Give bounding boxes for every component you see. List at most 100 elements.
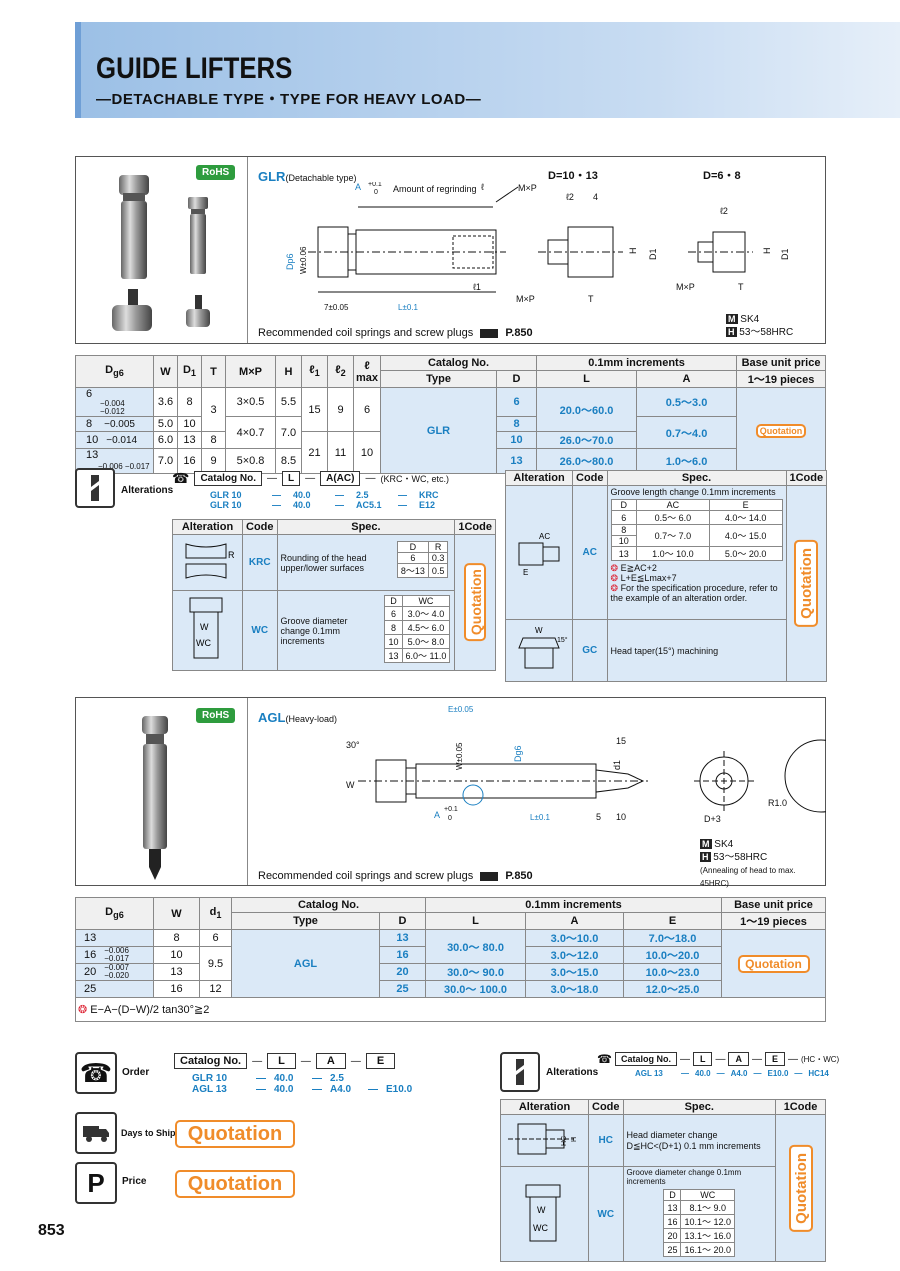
svg-text:ℓ: ℓ: [481, 182, 485, 192]
svg-text:L±0.1: L±0.1: [398, 303, 419, 312]
agl-name: AGL: [258, 710, 286, 725]
svg-text:Dg6: Dg6: [513, 745, 523, 762]
glr-alt-catalog: ☎ Catalog No.— L— A(AC)— (KRC・WC, etc.) …: [172, 470, 449, 510]
agl-drawing-cell: AGL(Heavy-load) E±0.05 30° W W±0.05: [248, 698, 826, 888]
agl-page-ref[interactable]: P.850: [505, 870, 533, 882]
book-icon: [480, 328, 499, 338]
price-quotation[interactable]: Quotation: [175, 1170, 295, 1198]
svg-text:H: H: [571, 1137, 578, 1142]
glr-alt-quotation-left[interactable]: Quotation: [464, 563, 487, 642]
note-icon: ❂: [610, 583, 619, 593]
svg-text:+0.1: +0.1: [444, 806, 458, 813]
svg-text:W: W: [200, 622, 209, 632]
glr-page-ref[interactable]: P.850: [505, 327, 533, 339]
days-label: Days to Ship: [121, 1128, 176, 1138]
phone-icon: ☎: [597, 1052, 612, 1066]
svg-text:ℓ2: ℓ2: [566, 192, 574, 202]
agl-alterations-icon: [500, 1052, 540, 1092]
svg-text:0: 0: [374, 189, 378, 196]
rohs-badge: RoHS: [196, 708, 236, 723]
ac-code: AC: [572, 485, 608, 620]
svg-text:AC: AC: [539, 532, 550, 541]
note-icon: ❂: [610, 563, 619, 573]
svg-text:7±0.05: 7±0.05: [324, 303, 349, 312]
wc-code: WC: [242, 590, 278, 671]
svg-text:W±0.05: W±0.05: [455, 742, 464, 770]
glr-alt-quotation-right[interactable]: Quotation: [794, 540, 819, 627]
agl-product-box: RoHS AGL(Heavy-load): [75, 697, 826, 888]
page-title: GUIDE LIFTERS: [96, 52, 293, 85]
order-label: Order: [122, 1067, 150, 1078]
svg-text:30°: 30°: [346, 740, 360, 750]
agl-wc-drawing: WWC: [525, 1184, 561, 1241]
svg-text:Dp6: Dp6: [285, 253, 295, 270]
days-quotation[interactable]: Quotation: [175, 1120, 295, 1148]
svg-text:D1: D1: [780, 248, 790, 260]
svg-text:M×P: M×P: [518, 183, 537, 193]
svg-text:HC: HC: [561, 1136, 568, 1146]
svg-text:W: W: [535, 626, 543, 635]
svg-text:5: 5: [596, 812, 601, 822]
order-phone-icon: ☎: [75, 1052, 117, 1094]
glr-price-quotation[interactable]: Quotation: [756, 423, 807, 438]
svg-text:W: W: [537, 1205, 546, 1215]
svg-text:15: 15: [616, 736, 626, 746]
svg-text:A: A: [434, 810, 440, 820]
krc-code: KRC: [242, 534, 278, 591]
svg-text:A: A: [355, 182, 361, 192]
agl-name-note: (Heavy-load): [285, 714, 337, 724]
glr-d-10-13: D=10・13: [548, 170, 598, 182]
svg-text:R1.0: R1.0: [768, 798, 787, 808]
svg-text:E±0.05: E±0.05: [448, 705, 474, 714]
glr-material: M SK4 H 53〜58HRC: [726, 314, 794, 338]
glr-recommended: Recommended coil springs and screw plugs…: [258, 327, 533, 339]
rohs-badge: RoHS: [196, 165, 236, 180]
agl-alterations-label: Alterations: [546, 1067, 599, 1078]
agl-price-quotation[interactable]: Quotation: [737, 954, 810, 973]
agl-alt-catalog: ☎ Catalog No.— L— A— E— (HC・WC) AGL 13—4…: [597, 1052, 840, 1078]
svg-text:10: 10: [616, 812, 626, 822]
svg-text:4: 4: [593, 192, 598, 202]
svg-text:+0.1: +0.1: [368, 182, 382, 188]
svg-text:W: W: [346, 780, 355, 790]
glr-technical-drawing: A +0.1 0 Amount of regrinding ℓ M×P Dp6 …: [285, 182, 790, 312]
agl-technical-drawing: E±0.05 30° W W±0.05 Dg6 15 d1 A +0.1 0 L…: [346, 705, 826, 824]
note-icon: ❂: [78, 1004, 88, 1016]
agl-spec-table: Dg6 W d1 Catalog No. 0.1mm increments Ba…: [75, 897, 826, 1022]
agl-alt-quotation[interactable]: Quotation: [788, 1144, 813, 1232]
svg-text:ℓ1: ℓ1: [473, 282, 481, 292]
alterations-icon: [75, 468, 115, 508]
agl-photo-cell: RoHS: [76, 698, 248, 885]
svg-text:M×P: M×P: [676, 282, 695, 292]
krc-drawing: R: [185, 543, 235, 579]
svg-text:T: T: [738, 282, 744, 292]
wc-drawing: WWC: [189, 597, 223, 659]
glr-alterations-label: Alterations: [121, 485, 174, 496]
order-catalog: Catalog No.— L— A— E GLR 10—40.0—2.5 AGL…: [174, 1053, 412, 1095]
phone-icon: ☎: [172, 470, 190, 486]
svg-text:M×P: M×P: [516, 294, 535, 304]
agl-formula: E−A−(D−W)/2 tan30°≧2: [90, 1004, 210, 1016]
agl-recommended: Recommended coil springs and screw plugs…: [258, 870, 533, 882]
gc-code: GC: [572, 619, 608, 682]
agl-type: AGL: [231, 929, 380, 998]
agl-photo: [142, 716, 168, 880]
ac-drawing: AC E: [518, 532, 560, 577]
glr-photo: [112, 175, 210, 331]
price-p-icon: P: [75, 1162, 117, 1204]
glr-d-6-8: D=6・8: [703, 170, 741, 182]
svg-text:D1: D1: [648, 248, 658, 260]
page-subtitle: —DETACHABLE TYPE・TYPE FOR HEAVY LOAD—: [96, 91, 482, 108]
note-icon: ❂: [610, 573, 619, 583]
glr-drawing-cell: GLR(Detachable type) D=10・13 D=6・8 A +0.…: [248, 157, 826, 343]
svg-text:0: 0: [448, 815, 452, 822]
svg-text:E: E: [523, 568, 528, 577]
svg-text:ℓ2: ℓ2: [720, 206, 728, 216]
glr-name-note: (Detachable type): [285, 173, 357, 183]
